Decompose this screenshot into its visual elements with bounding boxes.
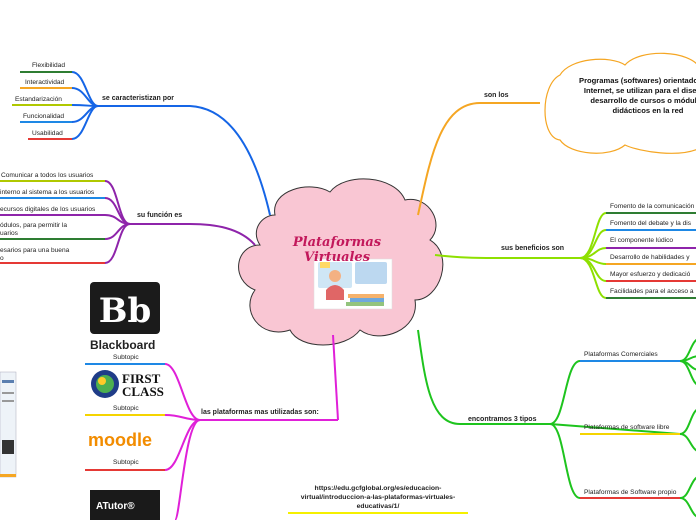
caracterizan-item[interactable]: Usabilidad [32, 130, 63, 137]
beneficio-item[interactable]: Fomento del debate y la dis [610, 220, 692, 227]
tipo-item[interactable]: Plataformas Comerciales [584, 351, 658, 358]
branch-son-los [417, 102, 540, 216]
source-url[interactable]: https://edu.gcfglobal.org/es/educacion-v… [300, 485, 456, 510]
branch-label-utilizadas[interactable]: las plataformas mas utilizadas son: [201, 409, 319, 416]
funcion-item[interactable]: esarios para una buena [0, 247, 70, 254]
branch-tipos [417, 329, 696, 518]
subtopic-label[interactable]: Subtopic [113, 405, 139, 412]
blackboard-logo: Bb [90, 282, 160, 334]
subtopic-label[interactable]: Subtopic [113, 354, 139, 361]
blackboard-logo-text: Blackboard [90, 338, 156, 352]
firstclass-logo [91, 370, 119, 398]
moodle-logo-text: moodle [88, 430, 153, 450]
branch-funcion [0, 180, 256, 264]
caracterizan-item[interactable]: Funcionalidad [23, 113, 65, 120]
branch-label-beneficios[interactable]: sus beneficios son [501, 245, 565, 252]
beneficio-item[interactable]: Mayor esfuerzo y dedicació [610, 271, 691, 278]
definition-cloud [544, 52, 696, 154]
beneficio-item[interactable]: Desarrollo de habilidades y [610, 254, 690, 261]
center-illustration [313, 258, 393, 310]
tipo-item[interactable]: Plataformas de software libre [584, 424, 670, 431]
beneficio-item[interactable]: Fomento de la comunicación [610, 203, 695, 210]
svg-text:Bb: Bb [99, 291, 152, 331]
funcion-item[interactable]: ecursos digitales de los usuarios [0, 206, 96, 213]
tipo-item[interactable]: Plataformas de Software propio [584, 489, 677, 496]
firstclass-logo-text-2: CLASS [122, 384, 164, 399]
funcion-item[interactable]: uarios [0, 230, 18, 237]
caracterizan-item[interactable]: Interactividad [25, 79, 65, 86]
funcion-item[interactable]: o [0, 255, 4, 262]
caracterizan-item[interactable]: Estandarización [15, 96, 62, 103]
subtopic-label[interactable]: Subtopic [113, 459, 139, 466]
caracterizan-item[interactable]: Flexibilidad [32, 62, 65, 69]
beneficio-item[interactable]: Facilidades para el acceso a [610, 288, 694, 295]
branch-utilizadas [85, 334, 339, 520]
beneficio-item[interactable]: El componente lúdico [610, 237, 674, 244]
firstclass-logo-text-1: FIRST [122, 371, 161, 386]
branch-label-funcion[interactable]: su función es [137, 212, 183, 219]
branch-label-caracterizan[interactable]: se caracteristizan por [102, 95, 174, 102]
funcion-item[interactable]: ódulos, para permitir la [0, 222, 68, 229]
atutor-logo-text: ATutor® [96, 501, 135, 512]
branch-label-son-los[interactable]: son los [484, 92, 509, 99]
branch-label-tipos[interactable]: encontramos 3 tipos [468, 416, 537, 423]
branch-caracterizan [12, 71, 271, 216]
partial-screenshot [0, 371, 17, 478]
funcion-item[interactable]: interno al sistema a los usuarios [0, 189, 95, 196]
definition-text[interactable]: Programas (softwares) orientados a la In… [579, 76, 696, 115]
atutor-logo [90, 490, 160, 520]
central-topic-title[interactable]: Plataformas Virtuales [292, 235, 382, 265]
branch-beneficios [434, 212, 696, 299]
funcion-item[interactable]: Comunicar a todos los usuarios [1, 172, 94, 179]
